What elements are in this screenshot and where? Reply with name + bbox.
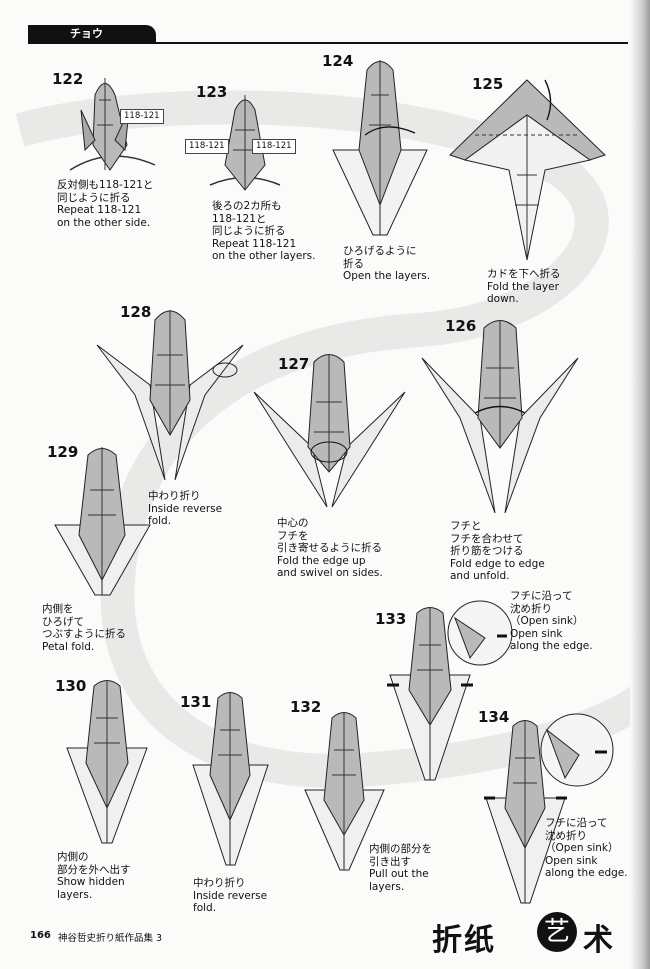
step-number: 128 [120,303,152,321]
step-caption: ひろげるように 折る Open the layers. [343,245,431,282]
step-caption: 反対側も118-121と 同じように折る Repeat 118-121 on t… [57,179,154,229]
step-number: 133 [375,610,407,628]
step-caption: フチに沿って 沈め折り （Open sink） Open sink along … [510,590,593,652]
detail-circle-step-134 [540,713,614,787]
step-number: 132 [290,698,322,716]
figure-step-132 [304,712,385,871]
detail-circle-step-133 [447,600,513,666]
figure-step-133 [387,607,473,781]
figure-step-123 [209,95,281,191]
reference-tag: 118-121 [252,139,296,154]
step-number: 123 [196,83,228,101]
step-caption: フチに沿って 沈め折り （Open sink） Open sink along … [545,817,628,879]
step-caption: 中心の フチを 引き寄せるように折る Fold the edge up and … [277,517,383,579]
figure-step-131 [192,692,269,866]
figure-step-126 [421,320,579,514]
step-caption: 内側の 部分を外へ出す Show hidden layers. [57,851,131,901]
figure-step-128 [96,310,244,481]
section-tab: チョウ [28,25,156,43]
watermark-text: 术 [583,923,613,958]
step-caption: 内側を ひろげて つぶすように折る Petal fold. [42,603,126,653]
book-title: 神谷哲史折り紙作品集 3 [58,933,163,944]
page-edge [630,0,650,969]
figure-step-134 [484,720,567,904]
figure-step-125 [449,79,606,261]
header-rule [28,42,628,44]
step-number: 134 [478,708,510,726]
watermark-circle: 艺 [537,912,577,952]
watermark-text: 折纸 [432,923,496,958]
step-caption: 中わり折り Inside reverse fold. [193,877,268,914]
step-number: 124 [322,52,354,70]
step-number: 126 [445,317,477,335]
figure-step-124 [332,60,428,236]
figure-step-127 [253,354,406,508]
step-number: 125 [472,75,504,93]
reference-tag: 118-121 [185,139,229,154]
reference-tag: 118-121 [120,109,164,124]
section-tab-label: チョウ [70,27,103,40]
step-number: 127 [278,355,310,373]
step-caption: 中わり折り Inside reverse fold. [148,490,223,527]
step-number: 131 [180,693,212,711]
step-number: 122 [52,70,84,88]
step-caption: 内側の部分を 引き出す Pull out the layers. [369,843,432,893]
figure-step-130 [66,680,148,844]
figure-step-129 [54,447,151,596]
step-caption: 後ろの2カ所も 118-121と 同じように折る Repeat 118-121 … [212,200,316,262]
figure-step-122 [69,78,156,171]
step-caption: カドを下へ折る Fold the layer down. [487,268,561,305]
step-number: 130 [55,677,87,695]
page-number: 166 [30,930,51,941]
step-caption: フチと フチを合わせて 折り筋をつける Fold edge to edge an… [450,520,545,582]
step-number: 129 [47,443,79,461]
